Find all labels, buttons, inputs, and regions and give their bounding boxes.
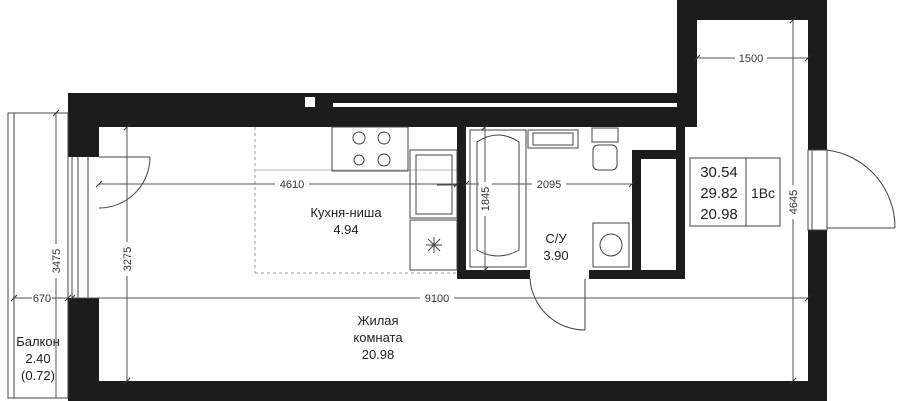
balcony-door [98, 156, 151, 209]
summary-living-total: 29.82 [700, 185, 738, 202]
kitchen-name: Кухня-ниша [310, 205, 382, 220]
balcony-name: Балкон [16, 334, 60, 349]
kitchen-outline [254, 127, 457, 274]
dim-4645: 4645 [788, 190, 800, 214]
area-summary-box [689, 157, 781, 227]
dim-3275: 3275 [122, 247, 134, 271]
living-room-area: 20.98 [362, 347, 395, 362]
balcony-area: 2.40 [25, 351, 50, 366]
bath-sink-icon [527, 129, 579, 149]
dim-670: 670 [33, 293, 51, 305]
dim-3475: 3475 [51, 249, 63, 273]
dimension-ticks [10, 16, 812, 385]
summary-total-area: 30.54 [700, 164, 738, 181]
balcony [7, 112, 73, 399]
summary-living-area: 20.98 [700, 206, 738, 223]
living-room-name-1: Жилая [357, 313, 398, 328]
dimension-text-bg [32, 52, 800, 305]
bathtub-icon [469, 129, 527, 268]
dim-2095: 2095 [537, 179, 561, 191]
bathroom-name: С/У [545, 231, 567, 246]
balcony-reduced-area: (0.72) [21, 368, 55, 383]
bathroom-door [529, 278, 586, 331]
entry-door [807, 149, 896, 231]
walls [68, 0, 827, 401]
dim-9100: 9100 [425, 293, 449, 305]
summary-type: 1Вс [751, 185, 775, 201]
dim-1500: 1500 [739, 53, 763, 65]
dim-4610: 4610 [280, 179, 304, 191]
kitchen-area: 4.94 [333, 222, 358, 237]
bathroom-area: 3.90 [543, 248, 568, 263]
washing-machine-icon [592, 222, 630, 268]
top-wall-channel [333, 103, 677, 107]
left-window [77, 157, 89, 298]
stove-icon [331, 126, 409, 172]
dim-1845: 1845 [480, 187, 492, 211]
fridge-icon [409, 219, 458, 271]
toilet-icon [591, 127, 619, 171]
vent-square [305, 97, 315, 107]
living-room-name-2: комната [353, 330, 403, 345]
